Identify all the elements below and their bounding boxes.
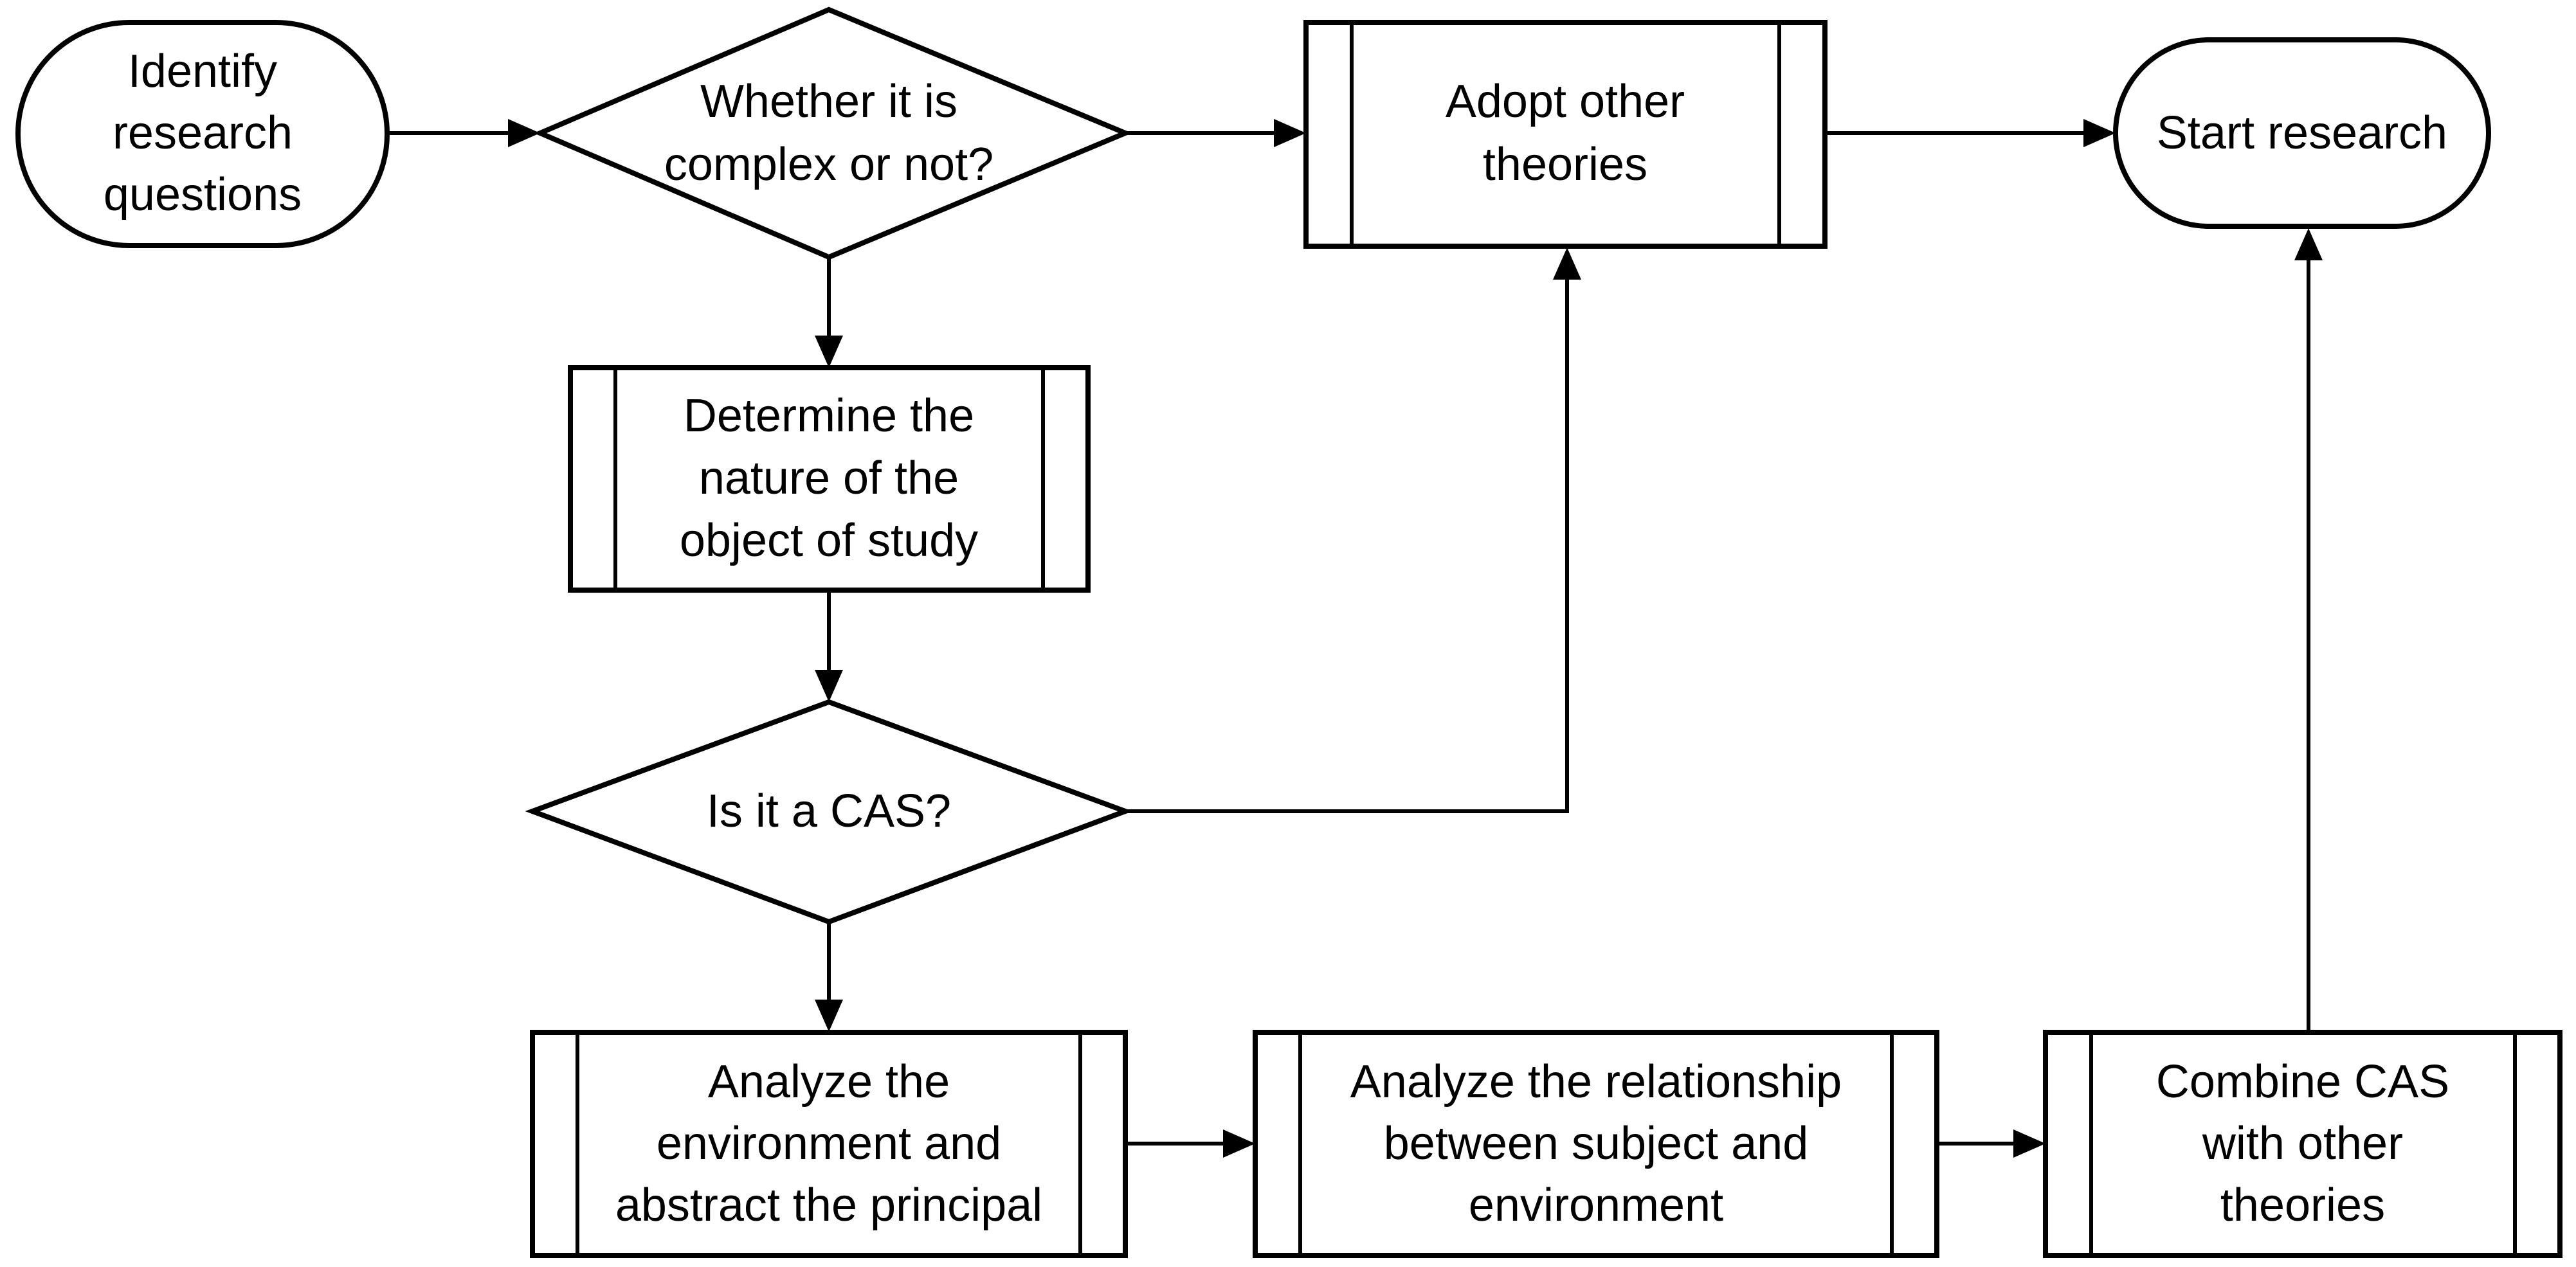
edge-analyze-rel-to-combine bbox=[1937, 1129, 2045, 1158]
edge-cas-decision-to-adopt bbox=[1125, 247, 1581, 813]
edge-complex-decision-to-adopt bbox=[1125, 119, 1306, 147]
edge-adopt-to-start bbox=[1825, 119, 2116, 147]
node-label-line: questions bbox=[104, 169, 302, 220]
node-label-line: nature of the bbox=[699, 453, 959, 504]
node-start-research: Start research bbox=[2113, 37, 2491, 229]
node-complex-decision: Whether it is complex or not? bbox=[533, 6, 1132, 260]
node-label-line: Determine the bbox=[684, 390, 974, 442]
edge-identify-to-complex-decision bbox=[387, 119, 540, 147]
node-label-line: theories bbox=[2220, 1180, 2385, 1231]
node-label-line: between subject and bbox=[1384, 1118, 1808, 1169]
node-determine-nature: Determine the nature of the object of st… bbox=[568, 365, 1091, 593]
node-label-line: with other bbox=[2202, 1118, 2403, 1169]
edge-analyze-env-to-analyze-rel bbox=[1125, 1129, 1255, 1158]
node-label-line: environment and bbox=[657, 1118, 1001, 1169]
node-label-line: Whether it is bbox=[700, 76, 957, 127]
node-label-line: Is it a CAS? bbox=[707, 786, 951, 837]
node-label-line: complex or not? bbox=[664, 139, 993, 190]
edges bbox=[387, 119, 2323, 1158]
node-label-line: object of study bbox=[680, 515, 978, 566]
node-label-line: research bbox=[113, 107, 293, 159]
node-analyze-environment: Analyze the environment and abstract the… bbox=[530, 1030, 1128, 1258]
edge-complex-decision-to-determine bbox=[815, 257, 843, 368]
edge-determine-to-cas-decision bbox=[815, 590, 843, 702]
node-label-line: Adopt other bbox=[1446, 76, 1685, 127]
node-label-line: Analyze the bbox=[708, 1056, 950, 1108]
edge-combine-to-start bbox=[2294, 228, 2323, 1032]
node-label-line: environment bbox=[1469, 1180, 1723, 1231]
edge-cas-decision-to-analyze-env bbox=[815, 922, 843, 1032]
node-analyze-relationship: Analyze the relationship between subject… bbox=[1253, 1030, 1939, 1258]
node-label-line: Start research bbox=[2157, 107, 2447, 159]
node-label-line: Identify bbox=[128, 46, 277, 97]
node-identify-research-questions: Identify research questions bbox=[15, 20, 390, 248]
node-label-line: Combine CAS bbox=[2156, 1056, 2449, 1108]
node-label-line: theories bbox=[1483, 139, 1647, 190]
node-combine-cas: Combine CAS with other theories bbox=[2043, 1030, 2562, 1258]
node-cas-decision: Is it a CAS? bbox=[525, 699, 1133, 925]
node-label-line: Analyze the relationship bbox=[1350, 1056, 1842, 1108]
node-label-line: abstract the principal bbox=[615, 1180, 1042, 1231]
node-adopt-other-theories: Adopt other theories bbox=[1303, 20, 1828, 249]
